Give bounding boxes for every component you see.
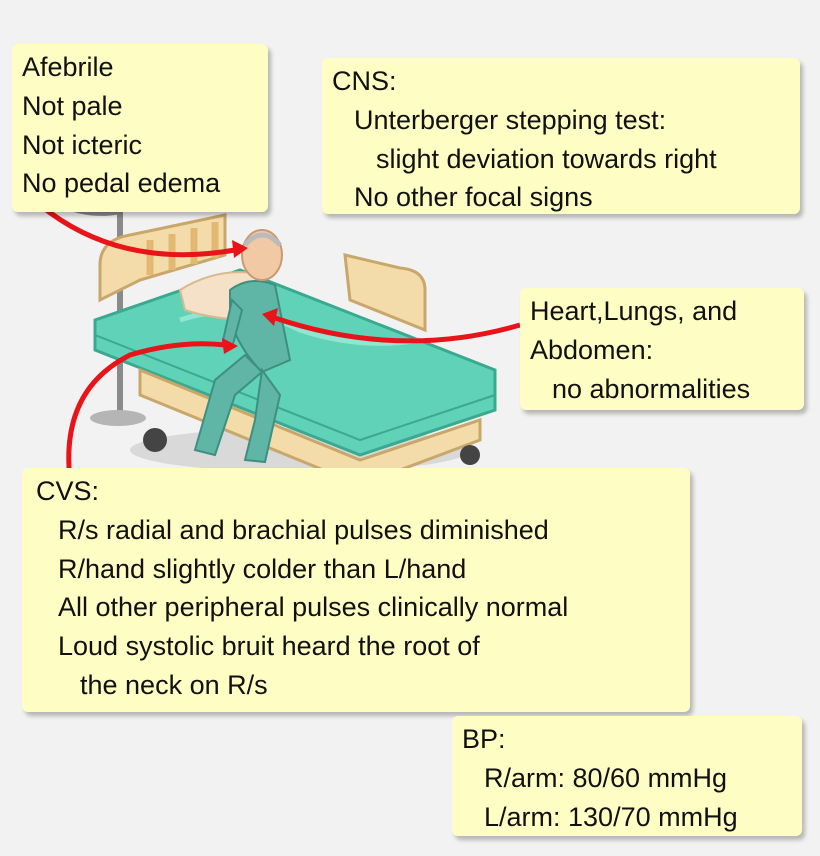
bp-title: BP: <box>462 724 506 754</box>
heart-lungs-abdomen-note: Heart,Lungs, and Abdomen: no abnormaliti… <box>520 288 804 410</box>
hla-line-3: no abnormalities <box>552 373 751 404</box>
arrow-hla <box>274 315 521 344</box>
cns-note: CNS: Unterberger stepping test: slight d… <box>322 58 800 214</box>
no-pedal-edema-text: No pedal edema <box>22 168 221 199</box>
cns-title: CNS: <box>332 66 397 96</box>
not-pale-text: Not pale <box>22 90 123 121</box>
arrowhead-hla <box>262 308 278 326</box>
hla-line-1: Heart,Lungs, and <box>530 296 738 326</box>
patient-figure <box>193 229 292 464</box>
cns-line-3: No other focal signs <box>354 182 593 213</box>
bp-left-arm: L/arm: 130/70 mmHg <box>484 801 738 832</box>
general-findings-note: Afebrile Not pale Not icteric No pedal e… <box>12 44 268 212</box>
not-icteric-text: Not icteric <box>22 129 143 160</box>
bp-note: BP: R/arm: 80/60 mmHg L/arm: 130/70 mmHg <box>452 716 802 836</box>
arrowhead-cvs <box>222 338 238 354</box>
cvs-line-2: R/hand slightly colder than L/hand <box>58 553 467 584</box>
cvs-line-3: All other peripheral pulses clinically n… <box>58 592 569 623</box>
hla-line-2: Abdomen: <box>530 334 654 365</box>
afebrile-text: Afebrile <box>22 52 114 82</box>
cvs-line-4: Loud systolic bruit heard the root of <box>58 631 480 662</box>
cvs-title: CVS: <box>36 476 100 506</box>
cns-line-1: Unterberger stepping test: <box>354 104 667 135</box>
cvs-line-5: the neck on R/s <box>80 669 268 700</box>
arrow-cvs <box>66 341 226 481</box>
arrowhead-general <box>232 240 248 258</box>
indicator-arrows <box>38 203 521 481</box>
arrow-general <box>38 203 236 258</box>
cvs-line-1: R/s radial and brachial pulses diminishe… <box>58 514 549 545</box>
hospital-bed <box>93 213 497 500</box>
cns-line-2: slight deviation towards right <box>376 143 717 174</box>
bp-right-arm: R/arm: 80/60 mmHg <box>484 762 728 793</box>
cvs-note: CVS: R/s radial and brachial pulses dimi… <box>22 468 690 712</box>
